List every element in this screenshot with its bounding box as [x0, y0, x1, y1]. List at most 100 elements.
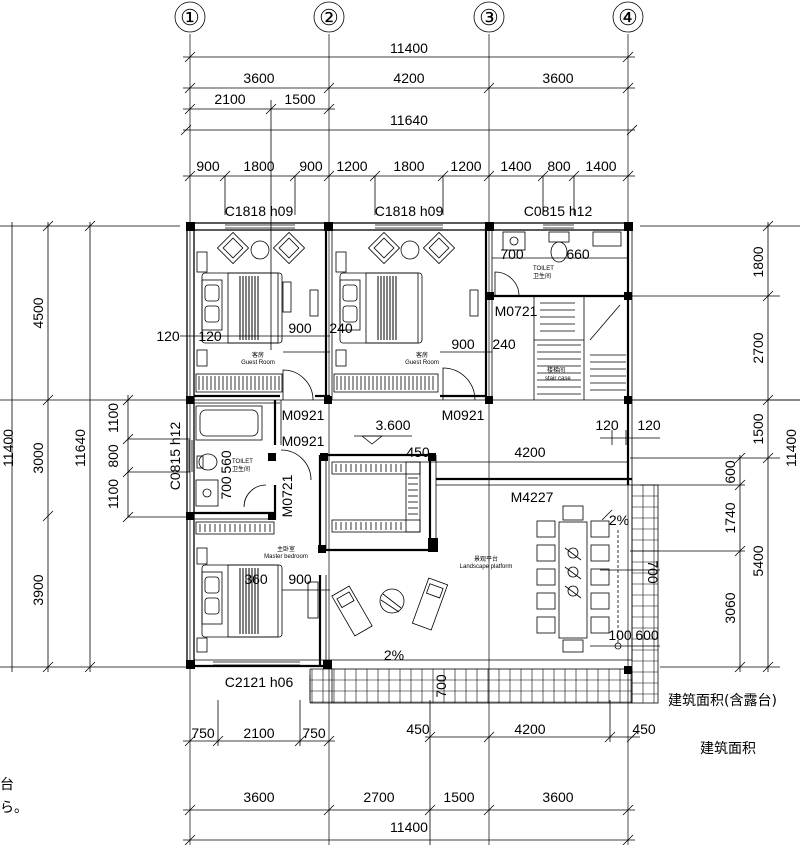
dim-right-600: 600	[722, 460, 738, 484]
left-dimension-lines	[0, 220, 190, 673]
toilet-1-label-en: TOILET	[533, 266, 554, 272]
top-dimension-lines	[180, 51, 638, 350]
dim-bottom-4200: 4200	[514, 721, 545, 737]
level-value: 3.600	[375, 417, 410, 433]
dim-bottom-1500: 1500	[443, 789, 474, 805]
level-marker	[354, 435, 412, 445]
window-tag-c2121: C2121 h06	[225, 674, 294, 690]
toilet-2-label-cn: 卫生间	[232, 465, 250, 473]
guest-room-1-bed-stripes	[239, 276, 259, 340]
guest-room-2-bed-stripes	[377, 276, 397, 340]
door-tag-m0921-c: M0921	[282, 433, 325, 449]
dim-right-1740: 1740	[722, 502, 738, 533]
dim-bottom-750a: 750	[191, 725, 215, 741]
dim-inner-900b: 900	[451, 336, 475, 352]
dim-top-3600b: 3600	[542, 70, 573, 86]
note-area-including-terrace: 建筑面积(含露台)	[668, 693, 777, 709]
dim-inner-4200a: 4200	[514, 444, 545, 460]
dim-top-1500: 1500	[284, 91, 315, 107]
dim-left-1100b: 1100	[105, 479, 121, 509]
window-tag-c1818-left: C1818 h09	[225, 203, 294, 219]
dim-top-900b: 900	[299, 158, 323, 174]
inner-dim-lines	[180, 257, 660, 700]
dim-right-3060: 3060	[722, 592, 738, 623]
dim-top-11640: 11640	[390, 112, 428, 128]
dim-inner-900a: 900	[288, 320, 312, 336]
master-bedroom-furniture	[196, 547, 319, 653]
right-dimension-lines	[630, 220, 800, 673]
dim-inner-700b: 700	[218, 476, 234, 500]
dim-left-1100a: 1100	[105, 403, 121, 433]
door-tag-m0721-a: M0721	[495, 303, 538, 319]
dim-inner-100: 100	[608, 627, 632, 643]
stair-label-cn: 楼梯间	[547, 366, 565, 374]
window-tag-c1818-mid: C1818 h09	[375, 203, 444, 219]
dim-bottom-3600a: 3600	[243, 789, 274, 805]
dim-right-11400: 11400	[783, 429, 799, 467]
door-swings	[243, 271, 520, 508]
slope-terrace-bottom: 2%	[384, 647, 404, 663]
axis-label-4: ④	[618, 5, 638, 30]
axis-label-1: ①	[180, 5, 200, 30]
toilet-2-fixtures	[195, 405, 263, 507]
dim-bottom-2100: 2100	[243, 725, 274, 741]
door-tag-m4227: M4227	[511, 489, 554, 505]
master-bedroom-label-cn: 主卧室	[277, 545, 295, 553]
note-area: 建筑面积	[700, 741, 756, 757]
terrace-tile-grid	[310, 485, 658, 703]
dim-inner-600: 600	[635, 627, 659, 643]
guest-room-2-label-en: Guest Room	[405, 360, 439, 366]
dim-bottom-750b: 750	[302, 725, 326, 741]
dim-inner-700d: 700	[433, 674, 449, 698]
axis-label-2: ②	[319, 5, 339, 30]
lounge-chairs	[331, 577, 449, 637]
dim-inner-700c: 700	[645, 560, 661, 584]
closet-furniture	[195, 461, 421, 535]
dim-top-1200b: 1200	[450, 158, 481, 174]
dim-top-900a: 900	[196, 158, 220, 174]
guest-room-1-furniture	[195, 231, 306, 393]
dim-top-1200a: 1200	[336, 158, 367, 174]
master-bedroom-label-en: Master bedroom	[264, 554, 308, 560]
master-bed-stripes	[239, 568, 259, 634]
dim-left-3900: 3900	[30, 574, 46, 605]
dim-inner-560: 560	[218, 450, 234, 474]
dim-bottom-450a: 450	[406, 721, 430, 737]
door-tag-m0721-b: M0721	[279, 474, 295, 517]
dim-inner-120d: 120	[637, 417, 661, 433]
guest-room-2-furniture	[309, 231, 479, 393]
dim-top-1400a: 1400	[500, 158, 531, 174]
platform-label-cn: 景观平台	[474, 555, 498, 563]
dim-inner-120a: 120	[156, 328, 180, 344]
dim-left-3000: 3000	[30, 442, 46, 473]
dim-inner-120c: 120	[595, 417, 619, 433]
dim-inner-120b: 120	[198, 328, 222, 344]
dim-left-800: 800	[105, 444, 121, 468]
toilet-1-fixtures	[502, 231, 622, 263]
dim-top-1800b: 1800	[393, 158, 424, 174]
dim-top-4200: 4200	[393, 70, 424, 86]
window-tag-c0815-top: C0815 h12	[524, 203, 593, 219]
guest-room-1-label-en: Guest Room	[241, 360, 275, 366]
dim-inner-450a: 450	[406, 444, 430, 460]
axis-label-3: ③	[479, 5, 499, 30]
guest-room-1-label-cn: 客房	[252, 351, 264, 359]
columns	[186, 222, 633, 674]
dim-left-4500: 4500	[30, 297, 46, 328]
dim-inner-360: 360	[244, 571, 268, 587]
dim-bottom-3600b: 3600	[542, 789, 573, 805]
dim-left-11640: 11640	[72, 429, 88, 467]
guest-room-2-label-cn: 客房	[416, 351, 428, 359]
toilet-2-label-en: TOILET	[232, 459, 253, 465]
terrace-tiles	[309, 484, 659, 704]
dim-inner-240b: 240	[492, 336, 516, 352]
door-tag-m0921-a: M0921	[282, 407, 325, 423]
dim-bottom-total: 11400	[390, 819, 428, 835]
toilet-1-label-cn: 卫生间	[533, 272, 551, 280]
dim-right-1500: 1500	[750, 413, 766, 444]
dim-inner-660: 660	[566, 246, 590, 262]
dim-bottom-450b: 450	[632, 721, 656, 737]
dim-left-11400: 11400	[0, 429, 16, 467]
dim-right-5400: 5400	[750, 545, 766, 576]
bottom-dimension-lines	[183, 700, 640, 845]
